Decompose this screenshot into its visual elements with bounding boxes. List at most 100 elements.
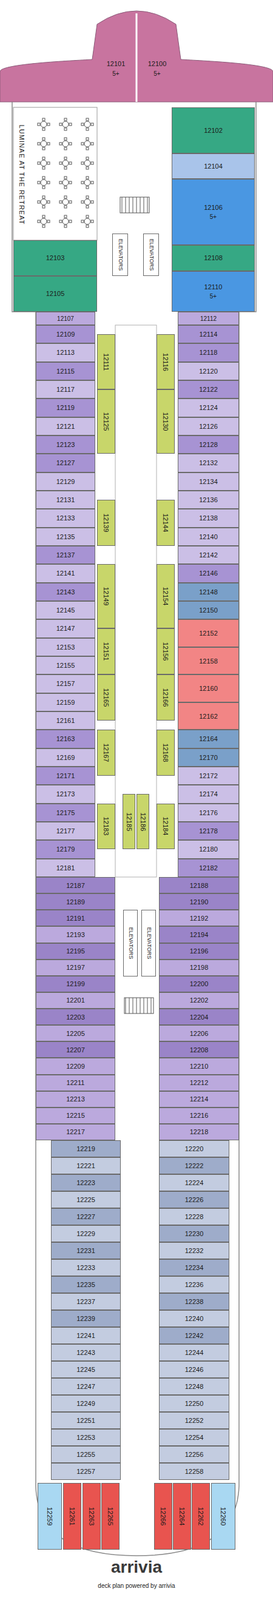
cabin-number: 12160 bbox=[198, 684, 218, 693]
cabin-box: 12124 bbox=[177, 398, 240, 417]
cabin-box: 12178 bbox=[177, 822, 240, 841]
cabin-box: 12126 bbox=[177, 417, 240, 436]
cabin-number: 12151 bbox=[102, 642, 110, 662]
cabin-box: 12188 bbox=[158, 877, 240, 894]
cabin-box: 12168 bbox=[156, 729, 175, 776]
cabin-box: 12257 bbox=[50, 1463, 121, 1481]
cabin-number: 12194 bbox=[189, 931, 209, 939]
cabin-box: 12165 bbox=[97, 674, 116, 721]
cabin-number: 12133 bbox=[56, 514, 76, 522]
cabin-box: 12180 bbox=[177, 840, 240, 859]
cabin-box: 12200 bbox=[158, 976, 240, 993]
cabin-number: 12119 bbox=[56, 404, 75, 412]
cabin-box: 12186 bbox=[136, 794, 150, 850]
cabin-number: 12126 bbox=[198, 422, 218, 431]
cabin-box: 12256 bbox=[158, 1446, 230, 1464]
cabin-box: 12172 bbox=[177, 766, 240, 786]
cabin-box: 12109 bbox=[35, 325, 96, 344]
cabin-number: 12210 bbox=[189, 1062, 209, 1071]
cabin-box: 12130 bbox=[156, 389, 175, 454]
cabin-number: 12230 bbox=[185, 1230, 204, 1238]
cabin-number: 12221 bbox=[76, 1162, 96, 1170]
cabin-box: 12195 bbox=[35, 943, 116, 960]
cabin-number: 12161 bbox=[56, 717, 76, 725]
cabin-box: 12202 bbox=[158, 992, 240, 1009]
cabin-box: 12120 bbox=[177, 362, 240, 381]
cabin-number: 12140 bbox=[198, 533, 218, 541]
cabin-box: 12227 bbox=[50, 1208, 121, 1226]
cabin-box: 12226 bbox=[158, 1191, 230, 1209]
cabin-number: 12212 bbox=[189, 1079, 209, 1087]
cabin-box: 12212 bbox=[158, 1075, 240, 1092]
cabin-box: 12211 bbox=[35, 1075, 116, 1092]
cabin-box: 12243 bbox=[50, 1344, 121, 1362]
cabin-box: 12217 bbox=[35, 1124, 116, 1141]
cabin-number: 12115 bbox=[56, 367, 75, 375]
cabin-box: 12162 bbox=[177, 702, 240, 731]
cabin-number: 12153 bbox=[56, 643, 76, 651]
cabin-box: 12209 bbox=[35, 1058, 116, 1075]
cabin-number: 12142 bbox=[198, 551, 218, 559]
capacity-mark: 5+ bbox=[153, 70, 161, 78]
cabin-number: 12265 bbox=[106, 1507, 115, 1527]
cabin-box: 12171 bbox=[35, 766, 96, 786]
cabin-box: 12232 bbox=[158, 1242, 230, 1260]
cabin-box: 12140 bbox=[177, 527, 240, 546]
cabin-number: 12155 bbox=[56, 661, 76, 670]
cabin-number: 12145 bbox=[56, 606, 76, 614]
cabin-number: 12237 bbox=[76, 1298, 96, 1306]
cabin-number: 12117 bbox=[56, 385, 75, 394]
cabin-number: 12113 bbox=[56, 348, 75, 357]
cabin-number: 12251 bbox=[76, 1417, 96, 1425]
cabin-box: 12237 bbox=[50, 1293, 121, 1311]
cabin-number: 12149 bbox=[102, 587, 110, 607]
cabin-number: 12253 bbox=[76, 1434, 96, 1442]
cabin-number: 12227 bbox=[76, 1213, 96, 1221]
cabin-box: 12241 bbox=[50, 1327, 121, 1345]
cabin-number: 12249 bbox=[76, 1400, 96, 1408]
cabin-number: 12141 bbox=[56, 569, 76, 577]
cabin-box: 12125 bbox=[97, 389, 116, 454]
cabin-number: 12107 bbox=[57, 315, 75, 323]
cabin-number: 12247 bbox=[76, 1383, 96, 1391]
cabin-number: 12174 bbox=[198, 790, 218, 798]
cabin-box: 12133 bbox=[35, 508, 96, 528]
cabin-number: 12195 bbox=[66, 947, 85, 955]
cabin-number: 12136 bbox=[198, 496, 218, 504]
cabin-number: 12197 bbox=[66, 963, 85, 972]
cabin-number: 12259 bbox=[46, 1507, 54, 1527]
cabin-box: 12169 bbox=[35, 748, 96, 767]
cabin-number: 12182 bbox=[198, 864, 218, 872]
cabin-box: 121105+ bbox=[171, 271, 255, 312]
cabin-number: 12209 bbox=[66, 1062, 85, 1071]
stairs bbox=[120, 197, 150, 213]
cabin-number: 12163 bbox=[56, 735, 76, 743]
cabin-number: 12185 bbox=[124, 812, 133, 832]
cabin-number: 12109 bbox=[56, 330, 76, 338]
cabin-number: 12124 bbox=[198, 404, 218, 412]
cabin-box: 12143 bbox=[35, 583, 96, 602]
cabin-box: 12235 bbox=[50, 1276, 121, 1294]
cabin-number: 12132 bbox=[198, 459, 218, 467]
cabin-box: 12173 bbox=[35, 785, 96, 804]
cabin-number: 12102 bbox=[203, 126, 223, 135]
cabin-box: 12197 bbox=[35, 959, 116, 977]
brand-logo: arrivia bbox=[111, 1558, 162, 1578]
cabin-box: 12163 bbox=[35, 729, 96, 749]
cabin-box: 12246 bbox=[158, 1361, 230, 1379]
cabin-box: 12262 bbox=[191, 1483, 210, 1551]
cabin-box: 12159 bbox=[35, 693, 96, 712]
cabin-number: 12222 bbox=[185, 1162, 204, 1170]
cabin-number: 12250 bbox=[185, 1400, 204, 1408]
cabin-box: 12183 bbox=[97, 803, 116, 850]
cabin-box: 12194 bbox=[158, 926, 240, 943]
cabin-box: 12223 bbox=[50, 1174, 121, 1192]
cabin-number: 12118 bbox=[199, 348, 218, 357]
cabin-number: ELEVATORS bbox=[117, 239, 124, 272]
cabin-number: ELEVATORS bbox=[145, 927, 152, 960]
cabin-number: 12208 bbox=[189, 1046, 209, 1054]
cabin-box: 12139 bbox=[97, 499, 116, 546]
cabin-number: 12157 bbox=[56, 680, 76, 688]
cabin-number: 12138 bbox=[198, 514, 218, 522]
cabin-number: 12101 bbox=[106, 60, 126, 68]
